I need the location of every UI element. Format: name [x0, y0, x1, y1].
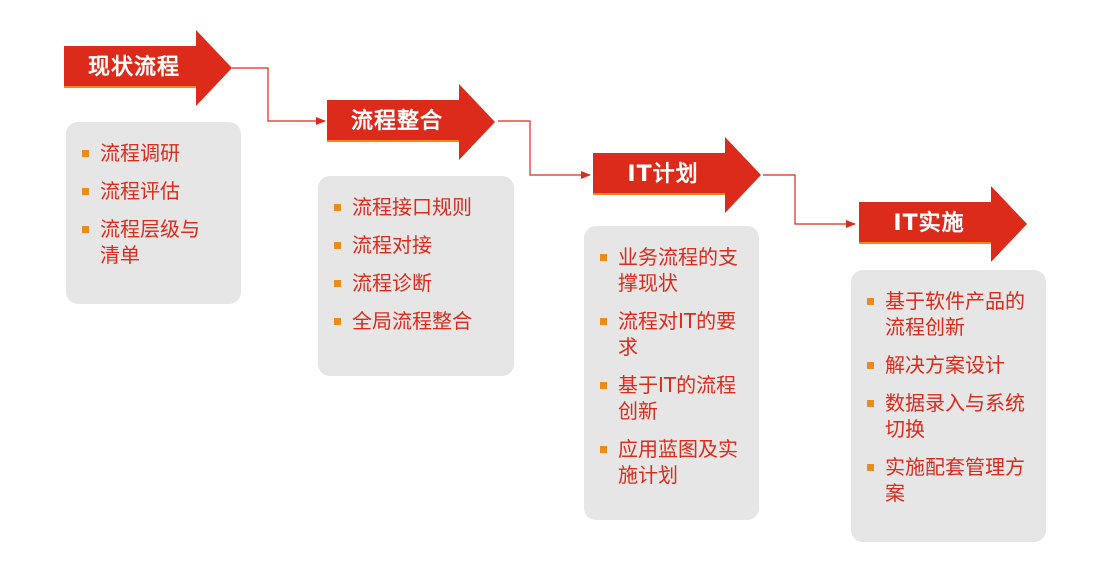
list-item: 流程评估 — [80, 178, 231, 204]
connector-2-3 — [498, 120, 591, 179]
stage-card-process-integration: 流程接口规则 流程对接 流程诊断 全局流程整合 — [318, 176, 514, 376]
list-item: 流程调研 — [80, 140, 231, 166]
stage-label: IT实施 — [893, 211, 965, 236]
list-item: 全局流程整合 — [332, 308, 504, 334]
list-item: 流程诊断 — [332, 270, 504, 296]
list-item: 解决方案设计 — [865, 352, 1047, 378]
arrow-shape — [327, 84, 495, 160]
stage-arrow-it-implementation: IT实施 — [859, 186, 1027, 262]
list-item: 数据录入与系统切换 — [865, 390, 1037, 442]
list-item: 流程层级与清单 — [80, 216, 212, 268]
stage-card-current-process: 流程调研 流程评估 流程层级与清单 — [66, 122, 241, 304]
list-item: 流程接口规则 — [332, 194, 504, 220]
stage-arrow-current-process: 现状流程 — [64, 30, 232, 106]
list-item: 实施配套管理方案 — [865, 454, 1037, 506]
list-item: 基于软件产品的流程创新 — [865, 288, 1037, 340]
list-item: 基于IT的流程创新 — [598, 372, 750, 424]
arrow-shape — [64, 30, 232, 106]
list-item: 流程对IT的要求 — [598, 308, 750, 360]
connector-1-2 — [232, 67, 326, 125]
stage-label: IT计划 — [627, 162, 699, 187]
connector-3-4 — [763, 174, 856, 228]
stage-label: 流程整合 — [350, 109, 443, 134]
list-item: 业务流程的支撑现状 — [598, 244, 750, 296]
list-item: 流程对接 — [332, 232, 504, 258]
stage-card-it-implementation: 基于软件产品的流程创新 解决方案设计 数据录入与系统切换 实施配套管理方案 — [851, 270, 1046, 542]
stage-label: 现状流程 — [87, 55, 180, 80]
arrow-shape — [859, 186, 1027, 262]
stage-arrow-it-plan: IT计划 — [593, 137, 761, 213]
stage-arrow-process-integration: 流程整合 — [327, 84, 495, 160]
arrow-shape — [593, 137, 761, 213]
stage-card-it-plan: 业务流程的支撑现状 流程对IT的要求 基于IT的流程创新 应用蓝图及实施计划 — [584, 226, 759, 520]
list-item: 应用蓝图及实施计划 — [598, 436, 750, 488]
